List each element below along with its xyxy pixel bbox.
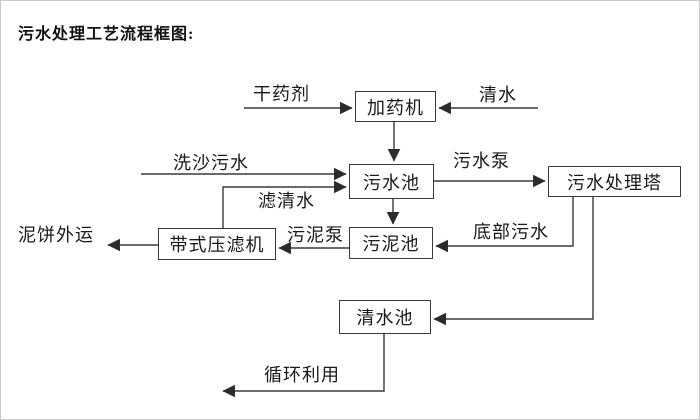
node-belt-filter-press: 带式压滤机 [158,228,276,260]
node-sludge-pool: 污泥池 [349,227,433,259]
label-sand-washing-sewage: 洗沙污水 [173,153,249,173]
node-treatment-tower: 污水处理塔 [548,166,681,197]
label-filtered-water: 滤清水 [258,191,315,211]
arrow-recycle-use [222,334,385,398]
node-dosing-machine: 加药机 [355,91,436,122]
label-bottom-sewage: 底部污水 [473,222,549,242]
label-sludge-pump: 污泥泵 [287,225,344,245]
label-recycle-use: 循环利用 [264,365,340,385]
label-clean-water: 清水 [479,85,517,105]
page-title: 污水处理工艺流程框图: [18,26,195,43]
label-mud-cake-outbound: 泥饼外运 [18,225,94,245]
arrow-bottom-sewage-to-sludge-pool [435,197,574,253]
node-clean-water-pool: 清水池 [339,300,431,334]
arrow-treatment-tower-to-clean-water-pool [433,197,594,326]
arrow-filtered-water-to-sewage-pool [222,180,347,228]
node-sewage-pool: 污水池 [349,164,434,199]
label-sewage-pump: 污水泵 [453,151,510,171]
label-dry-chemical: 干药剂 [253,84,310,104]
